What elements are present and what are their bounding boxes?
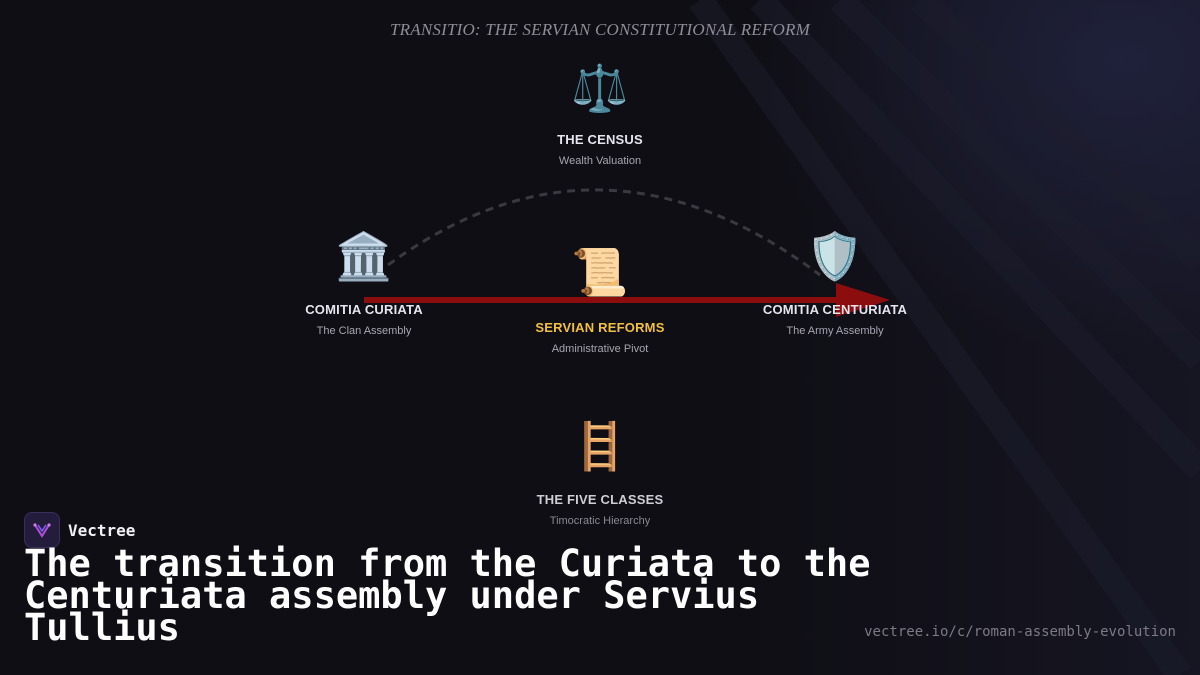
- node-census: ⚖️ THE CENSUS Wealth Valuation: [490, 62, 710, 167]
- transition-arrow-head: [836, 283, 890, 317]
- classical-building-icon: 🏛️: [335, 229, 393, 283]
- node-census-sub: Wealth Valuation: [558, 155, 642, 167]
- node-classes-label: THE FIVE CLASSES: [536, 492, 664, 507]
- node-centuriata-label: COMITIA CENTURIATA: [762, 302, 908, 317]
- node-curiata-sub: The Clan Assembly: [316, 325, 412, 337]
- headline: The transition from the Curiata to the C…: [24, 542, 871, 649]
- vectree-logo-icon: [24, 512, 60, 548]
- dashed-arc: [387, 188, 821, 277]
- diagram-title: TRANSITIO: THE SERVIAN CONSTITUTIONAL RE…: [390, 20, 810, 39]
- node-curiata-label: COMITIA CURIATA: [305, 302, 423, 317]
- node-servian-reforms: 📜 SERVIAN REFORMS Administrative Pivot: [490, 246, 710, 355]
- node-reforms-label: SERVIAN REFORMS: [535, 320, 665, 335]
- scroll-icon: 📜: [571, 245, 629, 299]
- source-url[interactable]: vectree.io/c/roman-assembly-evolution: [864, 624, 1176, 640]
- ladder-icon: 🪜: [571, 419, 629, 473]
- node-centuriata-sub: The Army Assembly: [786, 325, 884, 337]
- node-curiata: 🏛️ COMITIA CURIATA The Clan Assembly: [254, 230, 474, 337]
- shield-icon: 🛡️: [806, 229, 864, 283]
- node-reforms-sub: Administrative Pivot: [551, 343, 649, 355]
- brand-name: Vectree: [68, 520, 136, 540]
- scales-icon: ⚖️: [571, 61, 629, 115]
- node-classes-sub: Timocratic Hierarchy: [549, 515, 651, 527]
- node-five-classes: 🪜 THE FIVE CLASSES Timocratic Hierarchy: [490, 420, 710, 527]
- node-centuriata: 🛡️ COMITIA CENTURIATA The Army Assembly: [725, 230, 945, 337]
- node-census-label: THE CENSUS: [557, 132, 643, 147]
- brand[interactable]: Vectree: [24, 512, 135, 548]
